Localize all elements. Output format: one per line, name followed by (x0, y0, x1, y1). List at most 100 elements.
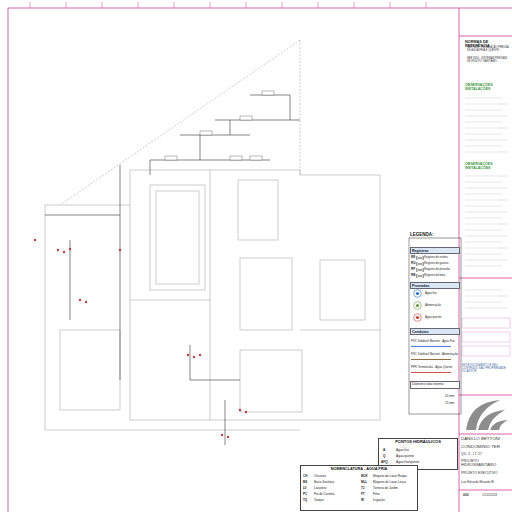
table-cell: Lavatório (314, 487, 359, 490)
ruler-tick (138, 2, 139, 8)
note-line (465, 242, 502, 243)
valve-sample (416, 256, 424, 260)
table-cell: Chuveiro (314, 475, 359, 478)
legend-text: PPR Termofusão - Água Quente (411, 366, 459, 369)
ruler-tick (246, 2, 247, 8)
note-line (465, 104, 508, 105)
note-line (465, 122, 502, 123)
table-cell: Máquina de Lavar Louça (373, 481, 417, 484)
sheet-title: PROJETO HIDROSSANITÁRIO (461, 459, 511, 467)
code-cell: RB (411, 274, 415, 277)
legend-text: Registro de esfera (424, 256, 458, 259)
note-line (465, 194, 502, 195)
project-name: CONDOMÍNIO TER (461, 445, 511, 450)
pipe-sample (411, 371, 451, 374)
sheet-number: 003 (463, 494, 469, 498)
table-cell: Água fria/quente (396, 461, 456, 465)
legend-text: Água fria (425, 292, 459, 295)
ruler-tick (210, 2, 211, 8)
ruler-tick (174, 2, 175, 8)
note-line (465, 134, 502, 135)
note-line (465, 182, 502, 183)
code-cell: BS (303, 481, 307, 484)
legend-text: Registro de bóia (424, 274, 458, 277)
note-line (465, 266, 502, 267)
table-cell: Irrigação (373, 499, 417, 502)
note-line (465, 230, 502, 231)
sheet-phase: PROJETO EXECUTIVO (461, 472, 511, 476)
legend-text: PVC Soldável Marrom - Água Fria (411, 340, 459, 343)
node-title: Condutos (412, 330, 458, 334)
note-line (465, 236, 508, 237)
code-cell: RE (411, 256, 415, 259)
code-cell: TJ (361, 487, 365, 490)
legend-text: Alimentação (425, 304, 459, 307)
code-cell: RP (411, 268, 415, 271)
note-line (465, 296, 508, 297)
note-line (465, 200, 508, 201)
code-cell: A (383, 449, 385, 453)
ruler-tick (30, 2, 31, 8)
note-line (465, 176, 508, 177)
table-cell: Filtro (373, 493, 417, 496)
note-line (465, 116, 508, 117)
code-cell: TQ (303, 499, 307, 502)
note-line (465, 98, 502, 99)
disclaimer: ESTE DOCUMENTO E SEU CONTEÚDO SÃO PROPRI… (462, 364, 510, 373)
code-cell: PC (303, 493, 307, 496)
riser-sample (413, 313, 422, 322)
node-title: PONTOS HIDRÁULICOS (380, 440, 456, 445)
node-title: LEGENDA: (410, 232, 434, 237)
table-cell: Máquina de Lavar Roupa (373, 475, 417, 478)
date: 15/10/2023 (482, 494, 497, 497)
ruler-tick (426, 2, 427, 8)
legend-band: Prumadas (410, 282, 460, 289)
table-cell: Água fria (396, 449, 456, 453)
legend-text: PVC Soldável Marrom - Alimentação (411, 353, 459, 356)
code-cell: MLR (361, 475, 368, 478)
code-cell: Q (383, 455, 385, 459)
code-cell: FT (361, 493, 365, 496)
valve-sample (416, 262, 424, 266)
owner-name: DANILLO BETTONI (461, 437, 511, 442)
note-line (465, 128, 508, 129)
node-title: NOMENCLATURA - ÁGUA FRIA (302, 467, 416, 471)
ruler-tick (390, 2, 391, 8)
riser-sample (413, 301, 422, 310)
riser-sample (413, 289, 422, 298)
legend-band: Condutos (410, 328, 460, 335)
valve-sample (416, 268, 424, 272)
code-cell: RG (411, 262, 416, 265)
note-line (465, 248, 508, 249)
table-cell: Bacia Sanitária (314, 481, 359, 484)
legend-band: Registros (410, 247, 460, 254)
code-cell: IR (361, 499, 364, 502)
note-line (465, 254, 502, 255)
note-line (465, 218, 502, 219)
section-heading: OBSERVAÇÕES INSTALAÇÕES (465, 163, 510, 171)
table-cell: Pia de Cozinha (314, 493, 359, 496)
note-line (465, 152, 508, 153)
note-line (465, 308, 508, 309)
legend-text: Registro de gaveta (424, 262, 458, 265)
note-line (465, 290, 502, 291)
ruler-tick (102, 2, 103, 8)
pipe-sample (411, 358, 451, 361)
note-line (465, 302, 502, 303)
node-title: Prumadas (412, 284, 458, 288)
ruler-tick (282, 2, 283, 8)
note-line (465, 188, 508, 189)
valve-sample (416, 274, 424, 278)
ruler-tick (66, 2, 67, 8)
code-cell: MLL (361, 481, 367, 484)
note-line (465, 110, 502, 111)
pipe-sample (411, 345, 451, 348)
table-cell: Torneira de Jardim (373, 487, 417, 490)
legend-band: Diâmetro tubo externo (410, 381, 460, 389)
node-title: Diâmetro tubo externo (412, 383, 458, 387)
table-cell: Água quente (396, 455, 456, 459)
dimension: 25 mm (445, 402, 454, 405)
code-cell: AFQ (381, 461, 388, 465)
dimension: 20 mm (445, 395, 454, 398)
note-line (465, 206, 502, 207)
